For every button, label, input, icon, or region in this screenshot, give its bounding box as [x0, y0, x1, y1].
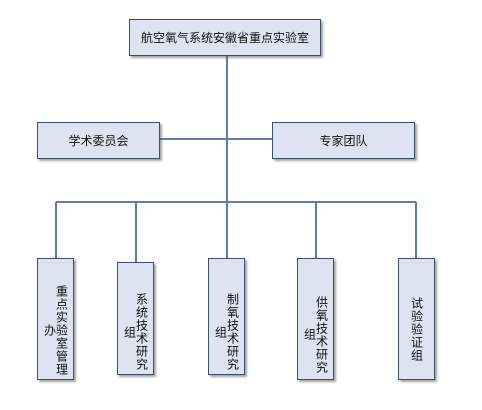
academic-committee-label: 学术委员会	[68, 133, 129, 148]
root-node-label: 航空氧气系统安徽省重点实验室	[140, 30, 309, 45]
oxygen-generation-group-label: 制氧技术研究组	[213, 293, 240, 371]
oxygen-generation-group-node: 制氧技术研究组	[208, 258, 245, 375]
expert-team-label: 专家团队	[319, 133, 368, 148]
lab-management-office-label: 重点实验室管理办	[42, 284, 69, 376]
oxygen-supply-group-node: 供氧技术研究组	[297, 258, 334, 380]
test-verification-group-node: 试验验证组	[398, 258, 435, 380]
system-technology-group-label: 系统技术研究组	[122, 293, 149, 371]
academic-committee-node: 学术委员会	[37, 122, 160, 159]
lab-management-office-node: 重点实验室管理办	[37, 258, 74, 380]
expert-team-node: 专家团队	[272, 122, 415, 159]
root-node: 航空氧气系统安徽省重点实验室	[129, 19, 321, 56]
oxygen-supply-group-label: 供氧技术研究组	[302, 295, 329, 374]
system-technology-group-node: 系统技术研究组	[117, 262, 154, 375]
test-verification-group-label: 试验验证组	[409, 297, 424, 362]
